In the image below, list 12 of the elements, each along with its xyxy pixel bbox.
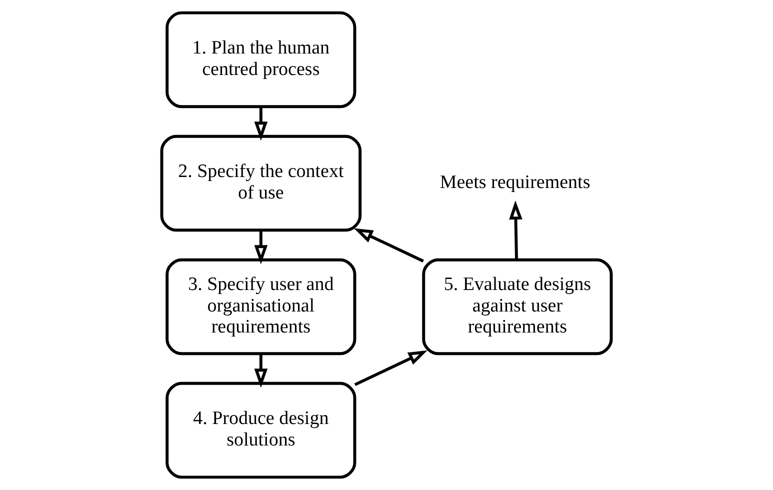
node-box: 2. Specify the context of use: [160, 134, 362, 232]
node-box: 5. Evaluate designs against user requirements: [422, 258, 613, 356]
arrow: [254, 354, 268, 388]
arrow: [509, 200, 522, 260]
node-box: 1. Plan the human centred process: [166, 11, 356, 108]
arrow: [254, 230, 268, 264]
arrow: [354, 350, 428, 386]
arrow: [254, 106, 268, 141]
node-text: Meets requirements: [440, 172, 590, 193]
node-box: 3. Specify user and organisational requirements: [166, 258, 356, 356]
node-box: 4. Produce design solutions: [166, 382, 356, 479]
arrow: [354, 228, 424, 262]
